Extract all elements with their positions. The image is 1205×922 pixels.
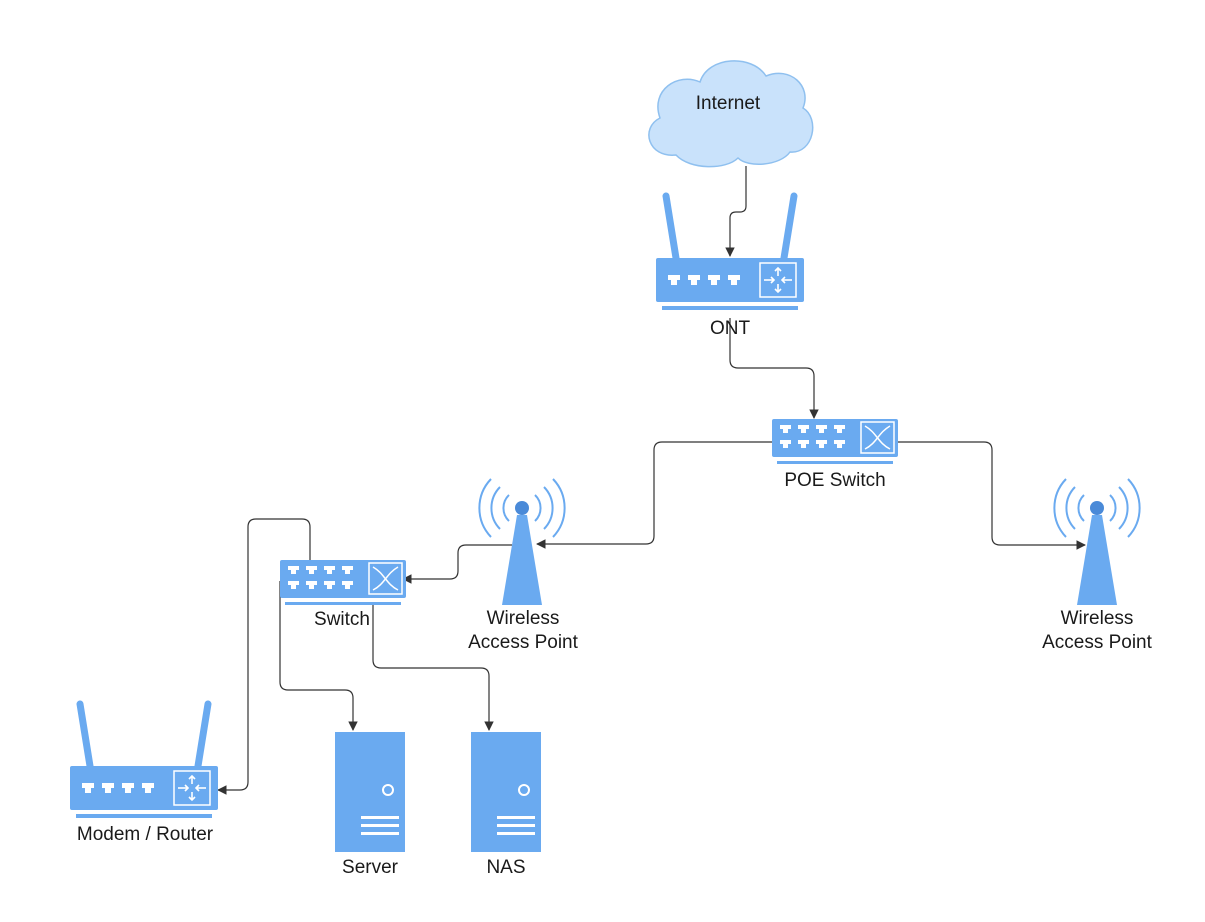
modem-router-icon (70, 704, 218, 818)
wap-right-label: Wireless Access Point (1017, 607, 1177, 655)
edge-switch-router (217, 518, 311, 795)
edge-wap-switch (402, 544, 512, 584)
server-label: Server (342, 857, 398, 878)
edge-poe-wap-right (897, 441, 1086, 550)
poe-switch-icon (771, 418, 899, 465)
edge-internet-ont (725, 166, 747, 257)
internet-label: Internet (695, 93, 761, 114)
edge-switch-nas (372, 603, 494, 731)
wap-left-icon (478, 478, 566, 606)
wap-right-label-line1: Wireless (1060, 608, 1134, 629)
wap-left-label: Wireless Access Point (443, 607, 603, 655)
edge-poe-wap-left (536, 441, 772, 549)
cloud-icon (648, 60, 814, 168)
poe-switch-label: POE Switch (784, 470, 886, 491)
switch-icon (279, 559, 407, 606)
connection-lines (217, 166, 1086, 795)
ont-label: ONT (709, 318, 751, 339)
edge-ont-poe-switch (729, 318, 819, 419)
edge-switch-server (279, 581, 358, 731)
wap-left-label-line1: Wireless (486, 608, 560, 629)
wap-right-label-line2: Access Point (1042, 632, 1152, 653)
switch-label: Switch (314, 609, 370, 630)
nas-label: NAS (486, 857, 526, 878)
wap-left-label-line2: Access Point (468, 632, 578, 653)
modem-router-label: Modem / Router (76, 824, 214, 845)
wap-right-icon (1053, 478, 1141, 606)
nas-icon (470, 731, 542, 853)
server-icon (334, 731, 406, 853)
